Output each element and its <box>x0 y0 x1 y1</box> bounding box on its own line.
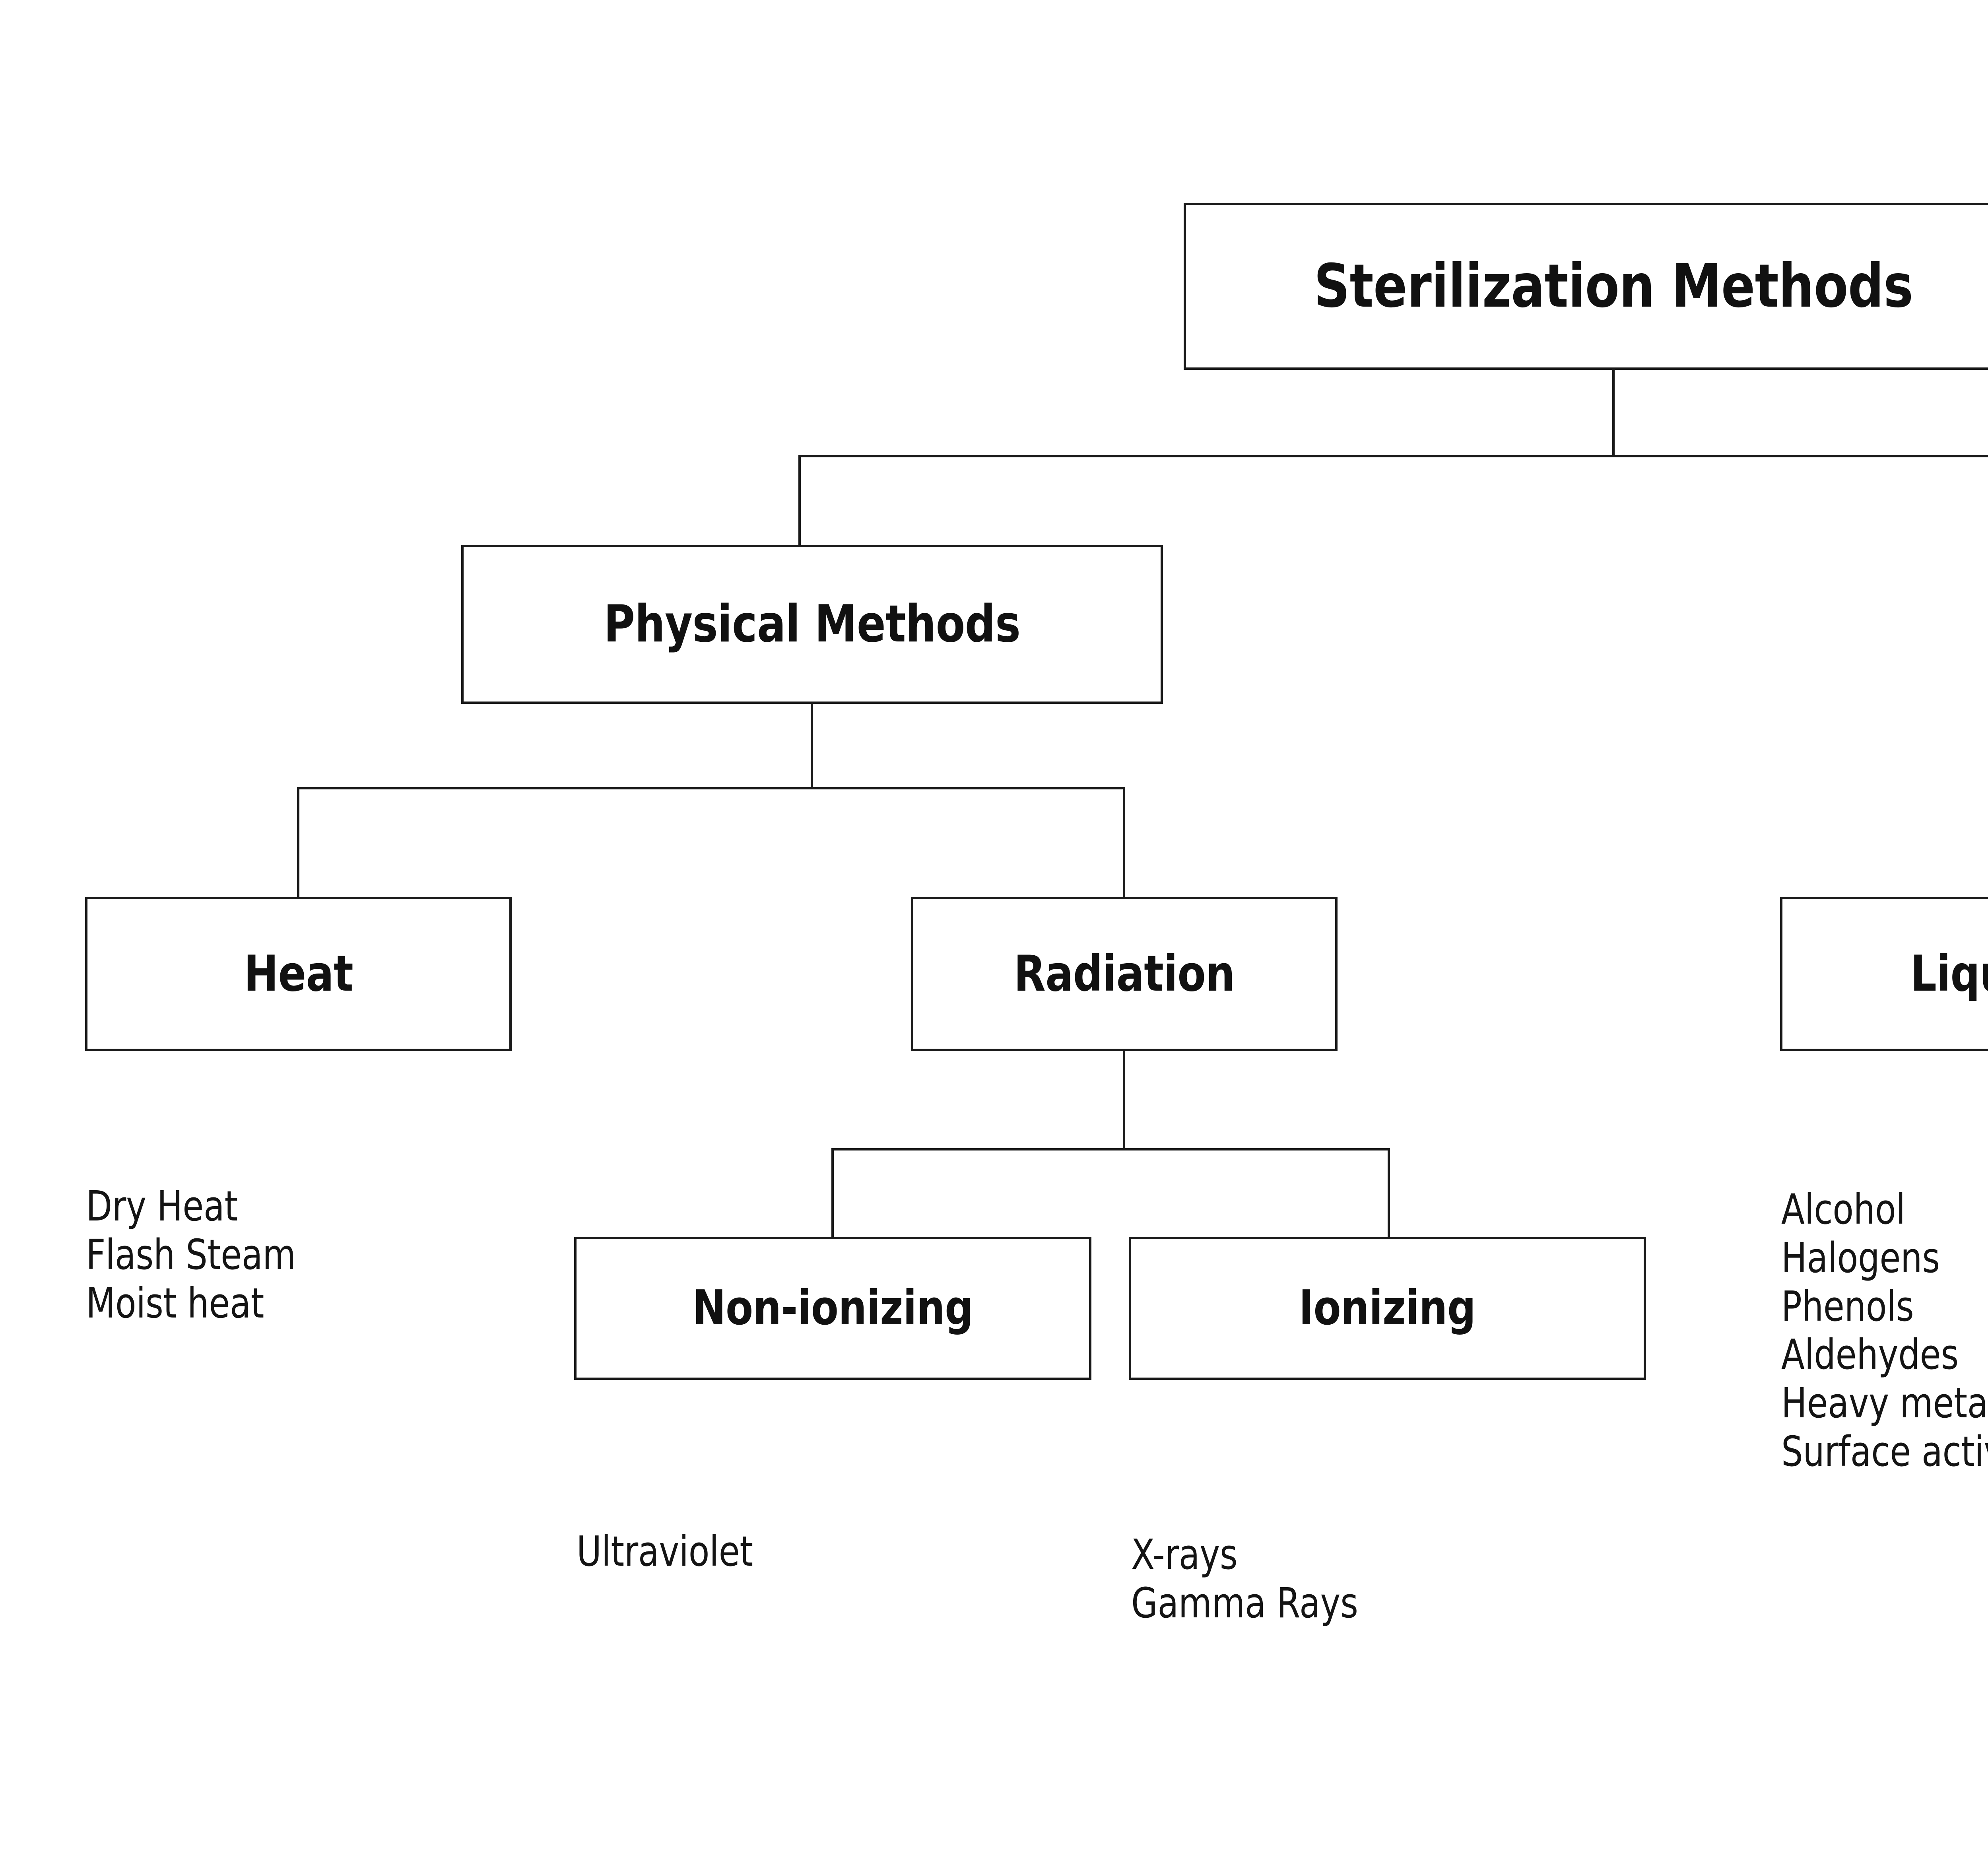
connector-root-stem <box>1612 370 1615 456</box>
connector-physical-children-bar <box>297 787 1125 789</box>
list-heat-text: Dry Heat Flash Steam Moist heat <box>86 1182 296 1327</box>
node-heat[interactable]: Heat <box>85 897 512 1051</box>
node-physical-methods[interactable]: Physical Methods <box>461 545 1163 704</box>
node-label-radiation: Radiation <box>1013 945 1235 1003</box>
node-label-heat: Heat <box>244 945 353 1003</box>
list-liquids-agents: Alcohol Halogens Phenols Aldehydes Heavy… <box>1781 1089 1988 1573</box>
node-label-liquids: Liquids <box>1910 945 1988 1003</box>
list-non-ionizing-text: Ultraviolet <box>577 1527 753 1576</box>
node-radiation[interactable]: Radiation <box>911 897 1338 1051</box>
node-label-non-ionizing: Non-ionizing <box>692 1281 973 1336</box>
node-label-ionizing: Ionizing <box>1299 1281 1476 1336</box>
connector-to-radiation <box>1123 787 1125 898</box>
node-label-physical-methods: Physical Methods <box>604 595 1021 654</box>
node-label-root: Sterilization Methods <box>1314 252 1913 321</box>
connector-level1-bar <box>798 455 1988 457</box>
node-sterilization-methods[interactable]: Sterilization Methods <box>1184 203 1988 370</box>
connector-physical-stem <box>811 704 813 789</box>
node-liquids[interactable]: Liquids <box>1780 897 1988 1051</box>
node-ionizing[interactable]: Ionizing <box>1129 1237 1646 1380</box>
connector-to-ionizing <box>1388 1148 1390 1237</box>
list-non-ionizing-methods: Ultraviolet <box>577 1431 768 1673</box>
connector-to-non-ionizing <box>831 1148 834 1237</box>
list-ionizing-text: X-rays Gamma Rays <box>1131 1530 1358 1628</box>
connector-radiation-children-bar <box>831 1148 1390 1150</box>
connector-to-physical-methods <box>798 455 801 545</box>
connector-to-heat <box>297 787 299 898</box>
list-ionizing-methods: X-rays Gamma Rays <box>1131 1434 1378 1724</box>
list-liquids-text: Alcohol Halogens Phenols Aldehydes Heavy… <box>1781 1185 1988 1476</box>
list-heat-methods: Dry Heat Flash Steam Moist heat <box>86 1086 314 1424</box>
node-non-ionizing[interactable]: Non-ionizing <box>574 1237 1091 1380</box>
connector-radiation-stem <box>1123 1051 1125 1150</box>
